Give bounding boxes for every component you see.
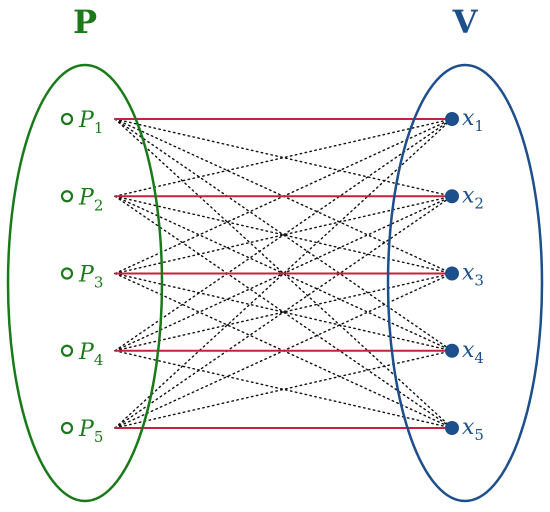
- node-x2-label: x2: [462, 183, 484, 212]
- edge-p4-x1: [114, 118, 453, 352]
- node-p2-subscript: 2: [94, 196, 104, 214]
- node-p2-label: P2: [78, 185, 103, 214]
- set-v-ellipse: [386, 63, 544, 503]
- node-x5-subscript: 5: [474, 426, 484, 444]
- node-p5-name: P: [78, 417, 95, 442]
- node-p3-name: P: [78, 263, 95, 288]
- node-x4-subscript: 4: [474, 349, 484, 367]
- node-x2-marker: [445, 189, 459, 204]
- node-x4-label: x4: [462, 338, 484, 367]
- node-x5-name: x: [462, 415, 475, 440]
- set-p-ellipse: [6, 63, 164, 503]
- node-x3-name: x: [462, 261, 475, 286]
- node-p5-subscript: 5: [94, 428, 104, 446]
- set-v-label: V: [452, 3, 479, 41]
- node-x5-marker: [445, 421, 459, 435]
- edge-p5-x1: [114, 118, 453, 429]
- node-x1-label: x1: [462, 106, 484, 135]
- node-x1-name: x: [462, 106, 475, 131]
- node-p1-name: P: [78, 108, 95, 133]
- node-x3-marker: [445, 266, 459, 281]
- set-p-label: P: [73, 3, 97, 41]
- node-p2-name: P: [78, 185, 95, 210]
- node-p5-marker: [60, 421, 74, 435]
- node-p4-name: P: [78, 340, 95, 365]
- node-p4-subscript: 4: [94, 351, 104, 369]
- node-x3-label: x3: [462, 261, 484, 290]
- node-p1-label: P1: [78, 108, 103, 137]
- edge-p5-x2: [114, 195, 453, 429]
- node-x2-name: x: [462, 183, 475, 208]
- node-x5-label: x5: [462, 415, 484, 444]
- node-p5-label: P5: [78, 417, 103, 446]
- node-p4-label: P4: [78, 340, 103, 369]
- node-x3-subscript: 3: [474, 272, 484, 290]
- node-x4-marker: [445, 343, 459, 358]
- node-p4-marker: [60, 344, 74, 357]
- node-p3-label: P3: [78, 263, 103, 292]
- node-x1-marker: [445, 112, 459, 126]
- node-p1-marker: [60, 112, 74, 126]
- node-x1-subscript: 1: [474, 117, 484, 135]
- node-p3-marker: [60, 267, 74, 280]
- node-p2-marker: [60, 190, 74, 203]
- node-p1-subscript: 1: [94, 119, 104, 137]
- node-x4-name: x: [462, 338, 475, 363]
- node-p3-subscript: 3: [94, 274, 104, 292]
- matching-layer: [115, 118, 452, 429]
- node-x2-subscript: 2: [474, 194, 484, 212]
